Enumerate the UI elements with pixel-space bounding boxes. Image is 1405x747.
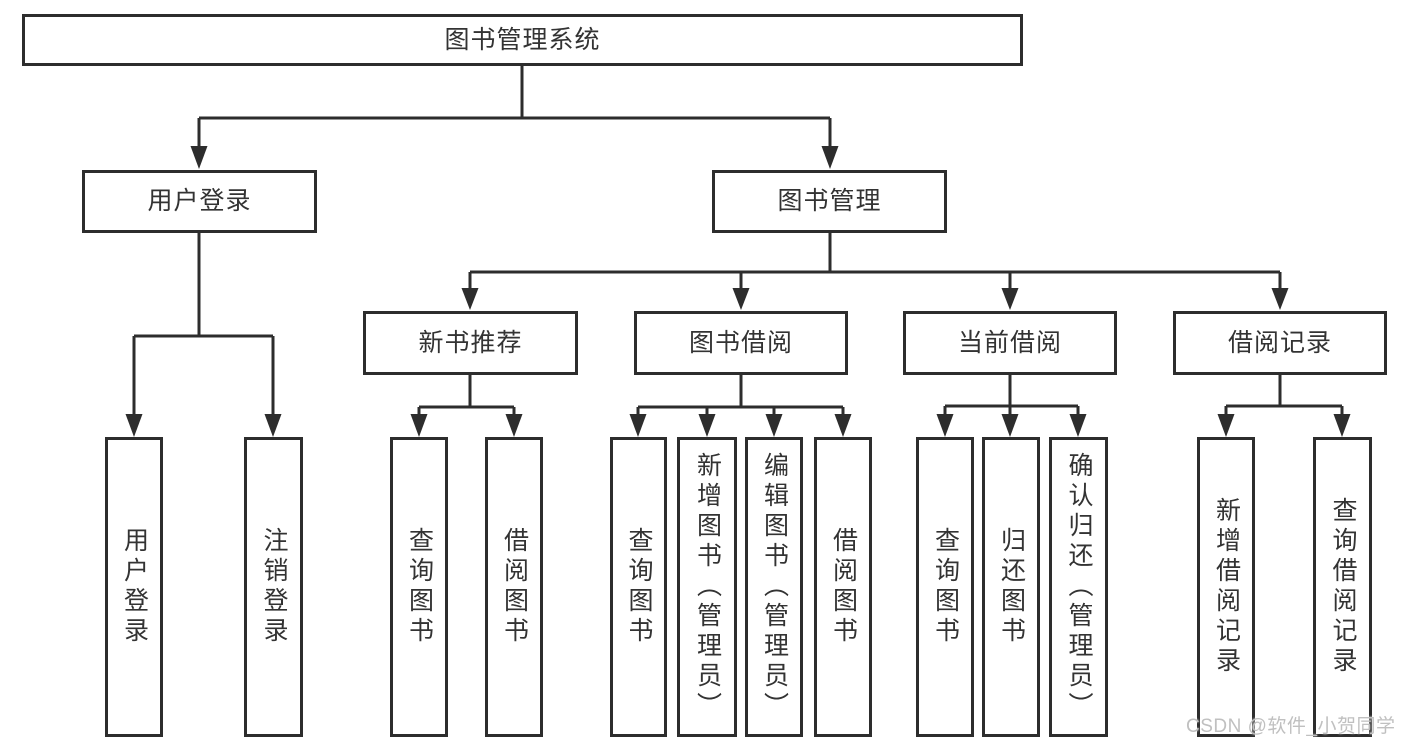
- leaf-query-book-1: 查询图书: [390, 437, 448, 737]
- csdn-watermark: CSDN @软件_小贺同学: [1186, 716, 1396, 737]
- leaf-query-book-2: 查询图书: [610, 437, 667, 737]
- leaf-add-borrow-record: 新增借阅记录: [1197, 437, 1255, 737]
- leaf-query-book-3: 查询图书: [916, 437, 974, 737]
- node-user-login: 用户登录: [82, 170, 317, 233]
- leaf-user-login: 用户登录: [105, 437, 163, 737]
- node-current-borrowing: 当前借阅: [903, 311, 1117, 375]
- node-book-borrowing: 图书借阅: [634, 311, 848, 375]
- leaf-add-book-admin: 新增图书（管理员）: [677, 437, 737, 737]
- leaf-return-book: 归还图书: [982, 437, 1040, 737]
- leaf-query-borrow-record: 查询借阅记录: [1313, 437, 1372, 737]
- leaf-logout: 注销登录: [244, 437, 303, 737]
- node-borrowing-records: 借阅记录: [1173, 311, 1387, 375]
- leaf-borrow-book-2: 借阅图书: [814, 437, 872, 737]
- node-book-management: 图书管理: [712, 170, 947, 233]
- leaf-borrow-book-1: 借阅图书: [485, 437, 543, 737]
- node-root: 图书管理系统: [22, 14, 1023, 66]
- node-new-book-recommend: 新书推荐: [363, 311, 578, 375]
- leaf-edit-book-admin: 编辑图书（管理员）: [745, 437, 803, 737]
- leaf-confirm-return-admin: 确认归还（管理员）: [1049, 437, 1108, 737]
